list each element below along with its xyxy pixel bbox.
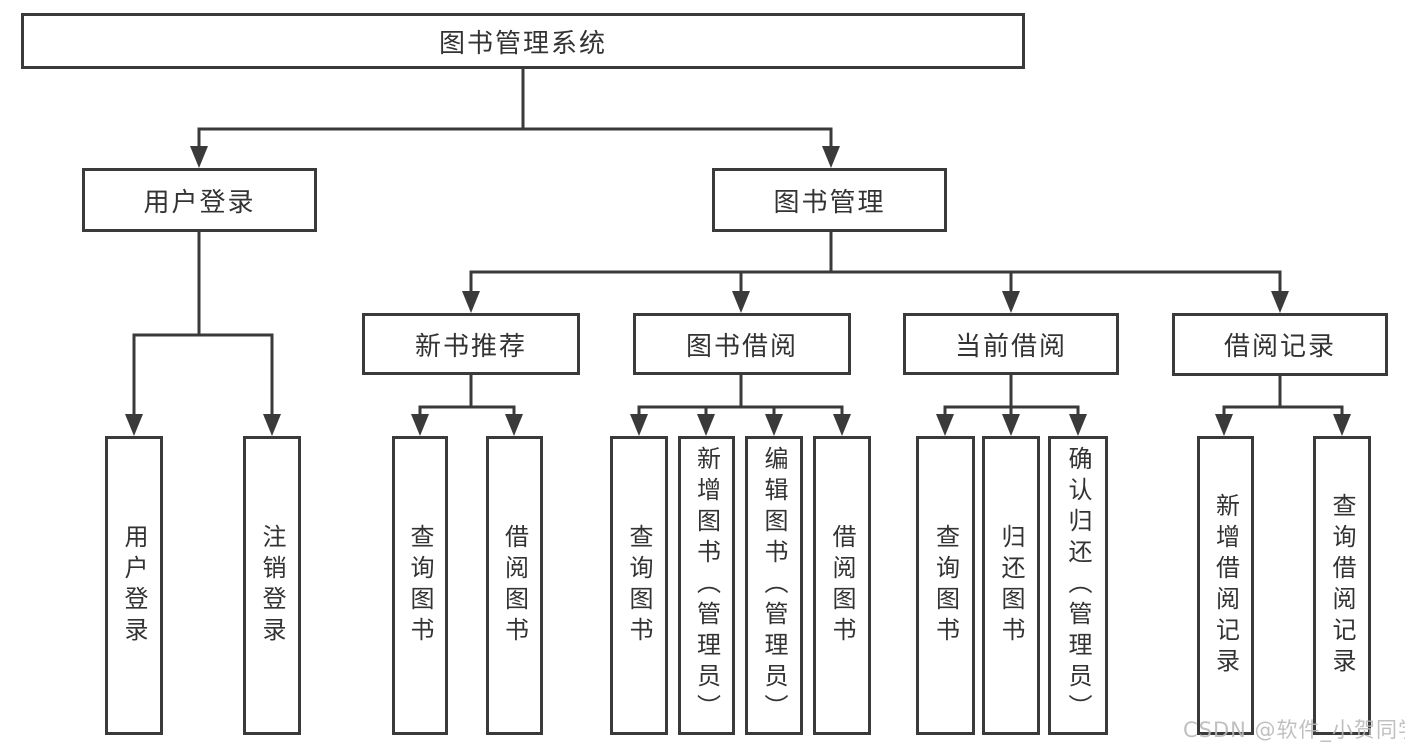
node-current-borrowing: 当前借阅 <box>903 313 1119 375</box>
node-book-borrowing: 图书借阅 <box>633 313 851 375</box>
leaf-logout: 注销登录 <box>243 436 301 735</box>
leaf-query-borrow-record: 查询借阅记录 <box>1313 436 1371 735</box>
leaf-confirm-return-admin: 确认归还（管理员） <box>1048 436 1108 735</box>
node-book-management: 图书管理 <box>712 168 947 232</box>
node-library-management-system: 图书管理系统 <box>21 13 1025 69</box>
csdn-watermark: CSDN @软件_小贺同学 <box>1183 718 1405 742</box>
leaf-query-books-borrowing: 查询图书 <box>610 436 668 735</box>
node-new-book-recommendation: 新书推荐 <box>362 313 580 375</box>
leaf-add-borrow-record: 新增借阅记录 <box>1197 436 1254 735</box>
node-user-login: 用户登录 <box>82 168 317 232</box>
node-borrowing-records: 借阅记录 <box>1172 313 1388 376</box>
leaf-user-login: 用户登录 <box>105 436 163 735</box>
leaf-borrow-books-recommend: 借阅图书 <box>486 436 543 735</box>
leaf-edit-books-admin: 编辑图书（管理员） <box>745 436 803 735</box>
leaf-query-books-current: 查询图书 <box>916 436 975 735</box>
leaf-borrow-books-borrowing: 借阅图书 <box>813 436 871 735</box>
leaf-query-books-recommend: 查询图书 <box>392 436 448 735</box>
leaf-add-books-admin: 新增图书（管理员） <box>678 436 735 735</box>
leaf-return-books: 归还图书 <box>982 436 1040 735</box>
